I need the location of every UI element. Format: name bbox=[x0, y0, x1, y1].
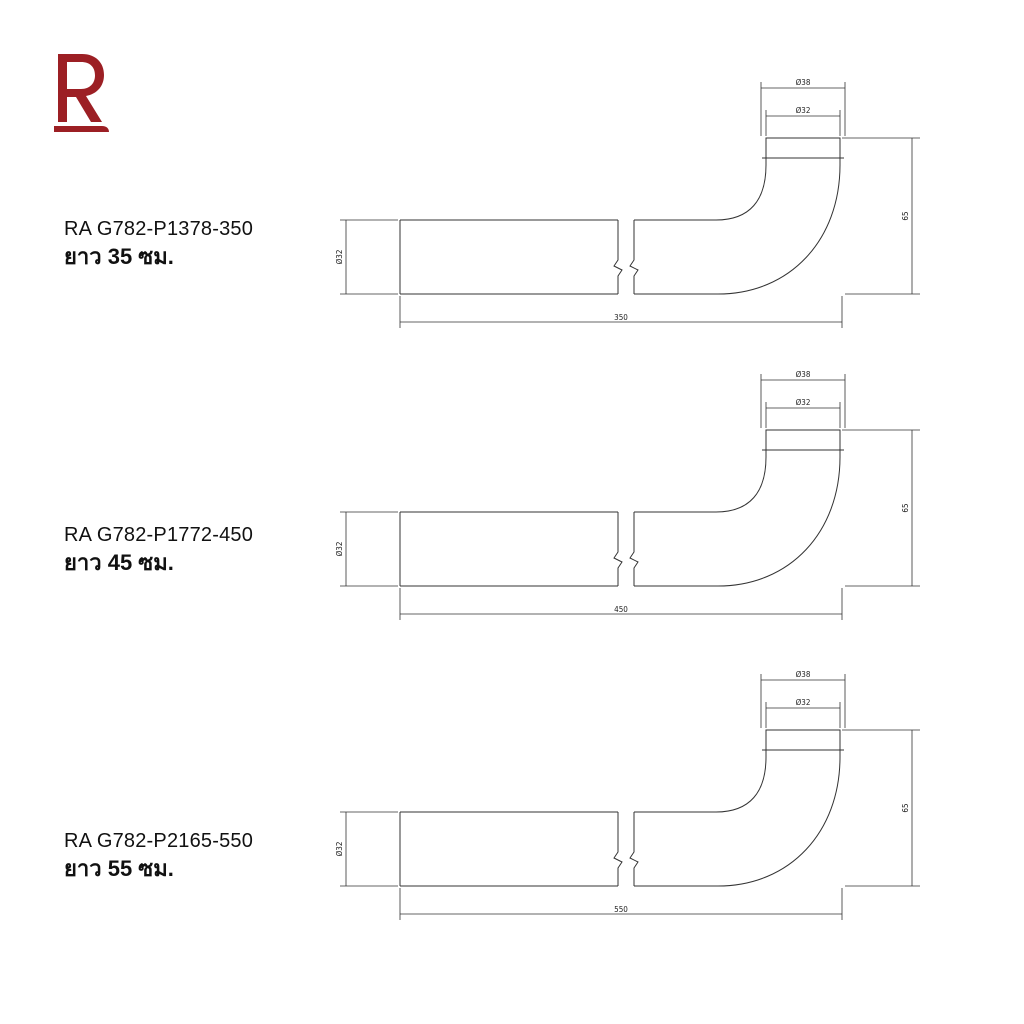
rosette bbox=[765, 137, 841, 159]
rosette bbox=[765, 429, 841, 451]
product-label-1: RA G782-P1378-350 ยาว 35 ซม. bbox=[64, 216, 253, 272]
technical-drawing-3: Ø38 Ø32 65 Ø32 550 bbox=[330, 662, 930, 942]
bend-outer bbox=[634, 750, 841, 887]
dim-inner-diameter: Ø32 bbox=[796, 697, 811, 707]
bar-outline bbox=[399, 219, 618, 295]
break-mark-right bbox=[629, 812, 639, 886]
technical-drawing-2: Ø38 Ø32 65 Ø32 450 bbox=[330, 362, 930, 642]
dim-inner-diameter: Ø32 bbox=[796, 397, 811, 407]
dim-bar-diameter: Ø32 bbox=[334, 842, 344, 857]
dim-height: 65 bbox=[901, 803, 910, 812]
break-mark-right bbox=[629, 220, 639, 294]
bend-outer bbox=[634, 158, 841, 295]
dim-outer-diameter: Ø38 bbox=[796, 669, 811, 679]
brand-logo bbox=[52, 50, 112, 136]
product-length: ยาว 45 ซม. bbox=[64, 550, 174, 575]
product-label-2: RA G782-P1772-450 ยาว 45 ซม. bbox=[64, 522, 253, 578]
dim-bar-diameter: Ø32 bbox=[334, 250, 344, 265]
product-code: RA G782-P1378-350 bbox=[64, 218, 254, 240]
bend-inner bbox=[634, 750, 767, 813]
bend-outer bbox=[634, 450, 841, 587]
handle-drawing: Ø38 Ø32 65 Ø32 550 bbox=[334, 669, 920, 920]
handle-drawing: Ø38 Ø32 65 Ø32 450 bbox=[334, 369, 920, 620]
bend-inner bbox=[634, 450, 767, 513]
rosette bbox=[765, 729, 841, 751]
dim-total-length: 350 bbox=[614, 313, 628, 322]
product-code: RA G782-P2165-550 bbox=[64, 830, 254, 852]
logo-r-icon bbox=[54, 54, 109, 132]
dim-height: 65 bbox=[901, 503, 910, 512]
dim-inner-diameter: Ø32 bbox=[796, 105, 811, 115]
break-mark-left bbox=[613, 812, 623, 886]
dim-total-length: 450 bbox=[614, 605, 628, 614]
product-length: ยาว 35 ซม. bbox=[64, 244, 174, 269]
product-code: RA G782-P1772-450 bbox=[64, 524, 254, 546]
dim-outer-diameter: Ø38 bbox=[796, 77, 811, 87]
dim-bar-diameter: Ø32 bbox=[334, 542, 344, 557]
bar-outline bbox=[399, 811, 618, 887]
break-mark-right bbox=[629, 512, 639, 586]
dim-total-length: 550 bbox=[614, 905, 628, 914]
break-mark-left bbox=[613, 220, 623, 294]
bar-outline bbox=[399, 511, 618, 587]
dim-outer-diameter: Ø38 bbox=[796, 369, 811, 379]
product-length: ยาว 55 ซม. bbox=[64, 856, 174, 881]
product-label-3: RA G782-P2165-550 ยาว 55 ซม. bbox=[64, 828, 253, 884]
technical-drawing-1: Ø38 Ø32 65 Ø32 350 bbox=[330, 70, 930, 350]
dim-height: 65 bbox=[901, 211, 910, 220]
break-mark-left bbox=[613, 512, 623, 586]
handle-drawing: Ø38 Ø32 65 Ø32 350 bbox=[334, 77, 920, 328]
bend-inner bbox=[634, 158, 767, 221]
